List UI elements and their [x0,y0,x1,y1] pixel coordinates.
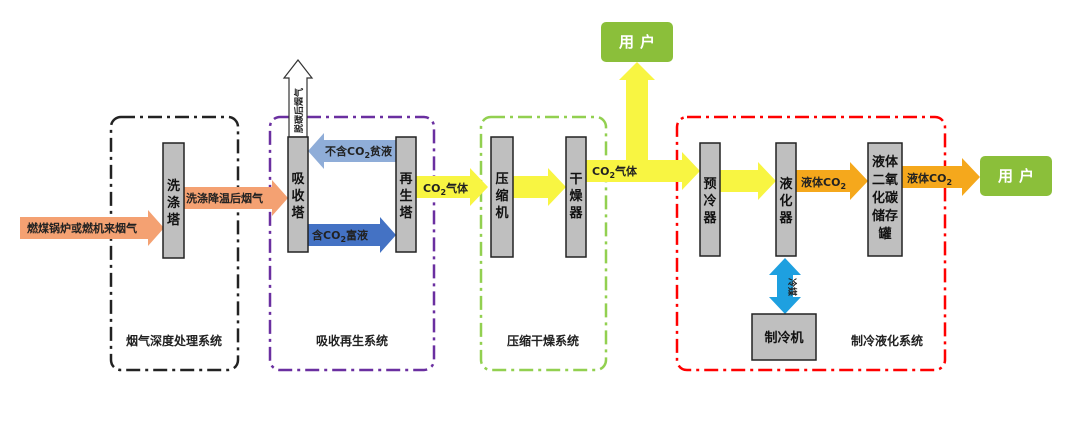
svg-text:塔: 塔 [167,212,181,228]
arrow-co2-to-user-top [619,62,655,160]
svg-text:生: 生 [399,188,412,204]
svg-text:器: 器 [702,211,717,226]
equipment-compressor: 压 缩 机 [490,136,514,258]
svg-text:机: 机 [495,205,508,221]
svg-text:塔: 塔 [399,205,413,221]
equipment-liquid-co2-storage-tank: 液体 二氧 化碳 储存 罐 [867,142,903,257]
svg-text:化: 化 [779,193,792,209]
arrow-lean-solution [308,133,396,169]
label-co2-gas-1: CO2气体 [423,181,469,197]
system-label-refrigeration-liquefaction: 制冷液化系统 [851,333,923,348]
arrow-rich-solution [308,217,396,253]
arrow-inlet-flue-gas [20,210,164,246]
svg-text:二氧: 二氧 [872,172,898,188]
system-label-absorption-regeneration: 吸收再生系统 [316,333,388,348]
system-box-absorption-regeneration [268,115,436,372]
svg-text:器: 器 [568,206,583,221]
arrow-coolant [769,258,801,314]
svg-text:冷: 冷 [703,193,716,209]
svg-text:吸: 吸 [291,172,305,187]
svg-text:用户: 用户 [619,33,661,51]
equipment-washing-tower: 洗 涤 塔 [162,142,185,259]
user-box-top: 用户 [601,22,673,62]
svg-text:燥: 燥 [569,188,583,204]
arrow-decarbonized-gas [282,59,314,138]
arrow-co2-gas-to-compressor [416,168,488,206]
equipment-dryer: 干 燥 器 [565,136,587,258]
label-coolant: 冷媒 [786,278,798,297]
svg-text:化碳: 化碳 [872,190,899,206]
label-lean-solution: 不含CO2贫液 [325,144,393,160]
label-co2-gas-2: CO2气体 [592,164,638,180]
label-rich-solution: 含CO2富液 [311,228,369,244]
system-box-refrigeration-liquefaction [675,115,947,372]
svg-text:缩: 缩 [495,188,508,204]
equipment-liquefier: 液 化 器 [775,142,797,257]
equipment-absorption-tower: 吸 收 塔 [287,136,309,253]
system-box-flue-gas-treatment [109,115,240,372]
svg-text:干: 干 [569,172,582,187]
arrow-washed-gas [184,180,288,216]
label-washed-gas: 洗涤降温后烟气 [186,191,263,205]
svg-text:压: 压 [495,172,508,187]
arrow-compressor-to-dryer [513,168,566,206]
system-box-compression-drying [479,115,608,372]
arrow-liquefier-to-storage [796,162,868,200]
user-box-right: 用户 [980,156,1052,196]
equipment-precooler: 预 冷 器 [699,142,721,257]
svg-text:罐: 罐 [877,226,891,242]
equipment-regeneration-tower: 再 生 塔 [395,136,417,253]
arrow-storage-to-user [902,158,980,196]
svg-text:洗: 洗 [167,178,180,194]
svg-text:器: 器 [778,211,793,226]
svg-text:涤: 涤 [167,195,180,211]
equipment-refrigerator: 制冷机 [751,313,817,361]
arrow-dryer-to-precooler [586,152,700,190]
system-label-compression-drying: 压缩干燥系统 [507,333,579,348]
svg-text:制冷机: 制冷机 [764,330,803,346]
arrow-precooler-to-liquefier [720,162,776,200]
label-liquid-co2-2: 液体CO2 [907,171,952,187]
label-inlet-flue-gas: 燃煤锅炉或燃机来烟气 [26,221,137,235]
label-decarbonized-gas: 脱碳后烟气 [293,88,305,133]
svg-text:液: 液 [779,176,792,192]
svg-text:塔: 塔 [291,205,305,221]
svg-text:储存: 储存 [871,208,898,224]
svg-text:收: 收 [291,188,305,204]
label-liquid-co2-1: 液体CO2 [801,175,846,191]
system-label-flue-gas-treatment: 烟气深度处理系统 [126,333,222,348]
svg-text:预: 预 [703,177,716,192]
svg-text:再: 再 [399,172,412,187]
svg-text:液体: 液体 [872,154,899,170]
svg-text:用户: 用户 [998,167,1040,185]
